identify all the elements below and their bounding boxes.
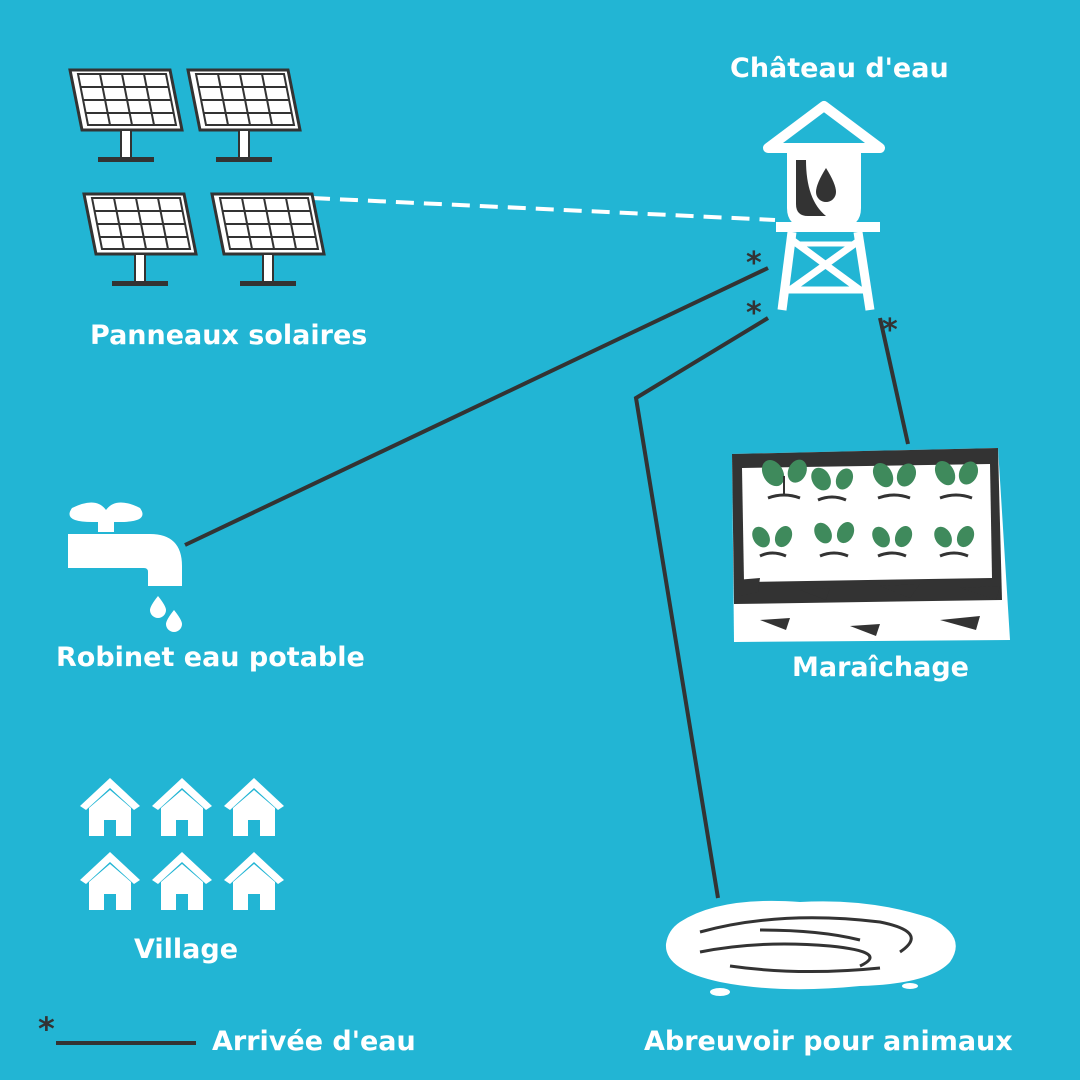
solar-panels-icon	[68, 68, 326, 288]
village-houses-icon	[80, 778, 284, 910]
market-garden-label: Maraîchage	[792, 652, 969, 683]
animal-trough-icon	[665, 900, 956, 996]
solar-to-tower-dashed-line	[311, 196, 776, 222]
legend-label: Arrivée d'eau	[212, 1026, 416, 1057]
water-arrival-marker: *	[746, 296, 762, 331]
water-arrival-marker: *	[746, 246, 762, 281]
market-garden-icon	[732, 448, 1010, 642]
water-arrival-marker: *	[882, 313, 898, 348]
water-tower-label: Château d'eau	[730, 53, 949, 84]
tower-to-tap-line	[184, 266, 769, 547]
village-label: Village	[134, 934, 239, 965]
solar-panels-label: Panneaux solaires	[90, 320, 368, 351]
legend-marker: *	[38, 1010, 55, 1048]
tower-to-trough-line	[633, 316, 770, 899]
trough-label: Abreuvoir pour animaux	[644, 1026, 1013, 1057]
tower-to-garden-line	[878, 317, 910, 445]
tap-label: Robinet eau potable	[56, 642, 365, 673]
water-tap-icon	[68, 502, 182, 632]
water-tower-icon	[763, 101, 885, 311]
